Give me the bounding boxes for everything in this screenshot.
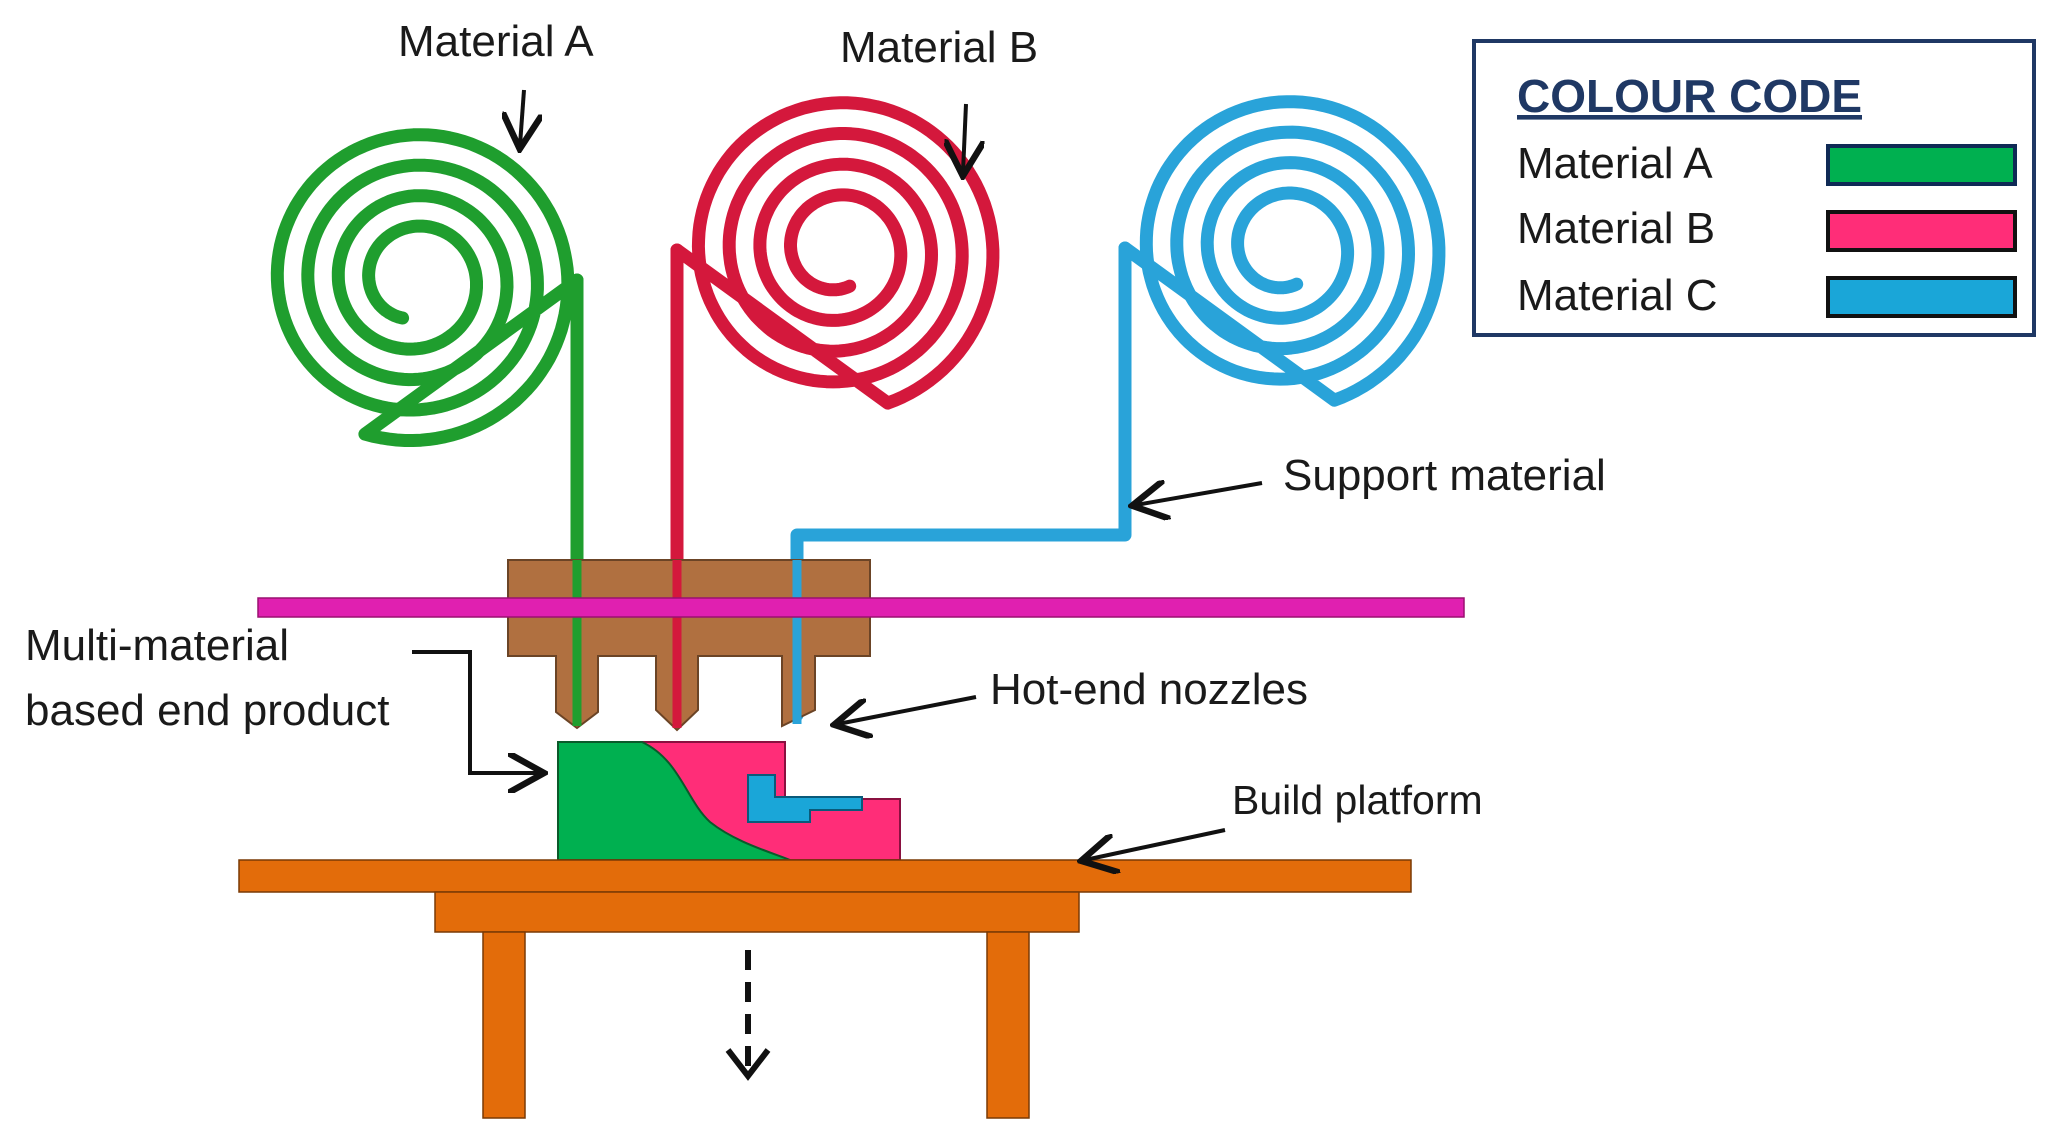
label-product-line2: based end product	[25, 686, 390, 735]
legend-item-label-b: Material B	[1517, 204, 1715, 253]
arrow-support-material	[1136, 483, 1263, 505]
legend-item-label-a: Material A	[1517, 139, 1713, 188]
filament-in-nozzles	[572, 560, 802, 728]
hot-end-block	[507, 559, 871, 732]
legend-swatch-material-a	[1826, 144, 2017, 186]
spool-material-c	[1118, 95, 1446, 407]
arrow-build-platform	[1085, 828, 1226, 860]
end-product	[557, 741, 901, 861]
product-material-a	[557, 741, 791, 861]
spool-material-b	[670, 96, 1000, 410]
arrow-end-product	[412, 650, 540, 773]
build-platform	[238, 859, 1412, 1119]
callout-arrows	[412, 89, 1263, 860]
spool-material-a	[270, 128, 584, 447]
arrow-hot-end-nozzles	[838, 695, 977, 724]
legend-swatch-material-c	[1826, 276, 2017, 318]
label-material-b: Material B	[840, 23, 1038, 72]
legend-item-label-c: Material C	[1517, 271, 1718, 320]
label-support-material: Support material	[1283, 451, 1606, 500]
legend-title: COLOUR CODE	[1517, 70, 1862, 122]
label-product-line1: Multi-material	[25, 621, 289, 670]
label-hot-end-nozzles: Hot-end nozzles	[990, 665, 1308, 714]
label-build-platform: Build platform	[1232, 777, 1483, 823]
product-material-c	[747, 774, 863, 823]
colour-code-legend: COLOUR CODE Material A Material B Materi…	[1472, 39, 2036, 337]
label-material-a: Material A	[398, 17, 594, 66]
platform-down-arrow	[725, 950, 771, 1081]
gantry-rail	[257, 597, 1465, 618]
legend-swatch-material-b	[1826, 210, 2017, 252]
arrow-material-a	[520, 89, 524, 145]
arrow-material-b	[963, 103, 966, 172]
